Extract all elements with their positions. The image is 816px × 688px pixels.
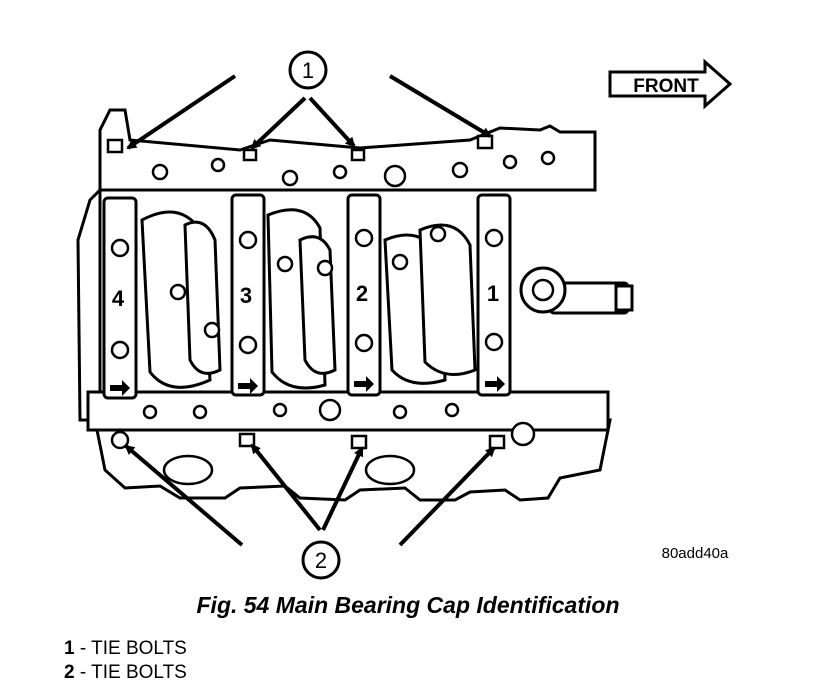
legend-item-1: 1 - TIE BOLTS xyxy=(64,637,187,661)
legend: 1 - TIE BOLTS 2 - TIE BOLTS xyxy=(64,637,187,685)
deck-holes xyxy=(142,150,556,447)
legend-text-2: - TIE BOLTS xyxy=(74,662,187,683)
cap-number-3: 3 xyxy=(240,283,252,308)
cap-number-1: 1 xyxy=(487,281,499,306)
callout-1-label: 1 xyxy=(302,58,314,83)
callout-1-circle xyxy=(288,50,328,90)
block-upper-rail xyxy=(98,108,597,192)
legend-text-1: - TIE BOLTS xyxy=(74,638,187,659)
crankshaft-webs xyxy=(140,208,477,390)
callout-2-arrows xyxy=(124,443,496,547)
crankshaft-bolt xyxy=(614,284,634,312)
cap-number-2: 2 xyxy=(356,281,368,306)
cap-bolts xyxy=(110,225,504,360)
front-housing-boss-inner xyxy=(531,278,555,302)
legend-number-2: 2 xyxy=(64,662,75,683)
lower-bores xyxy=(162,454,416,486)
engine-block-diagram: 4 3 2 1 1 2 FRONT 80add40a xyxy=(76,50,733,580)
image-code: 80add40a xyxy=(662,545,729,562)
legend-number-1: 1 xyxy=(64,638,75,659)
callout-1-arrows xyxy=(126,74,492,150)
cap-direction-arrows xyxy=(110,376,505,396)
figure-caption: Fig. 54 Main Bearing Cap Identification xyxy=(196,592,620,618)
cap-number-4: 4 xyxy=(112,286,125,311)
legend-item-2: 2 - TIE BOLTS xyxy=(64,661,187,685)
callout-2-label: 2 xyxy=(315,548,327,573)
block-lower-body xyxy=(93,418,612,502)
tie-bolts-bottom xyxy=(110,430,506,450)
callout-2-circle xyxy=(301,540,341,580)
block-left-side xyxy=(76,186,102,422)
front-label: FRONT xyxy=(633,76,699,97)
front-arrow xyxy=(608,58,733,110)
